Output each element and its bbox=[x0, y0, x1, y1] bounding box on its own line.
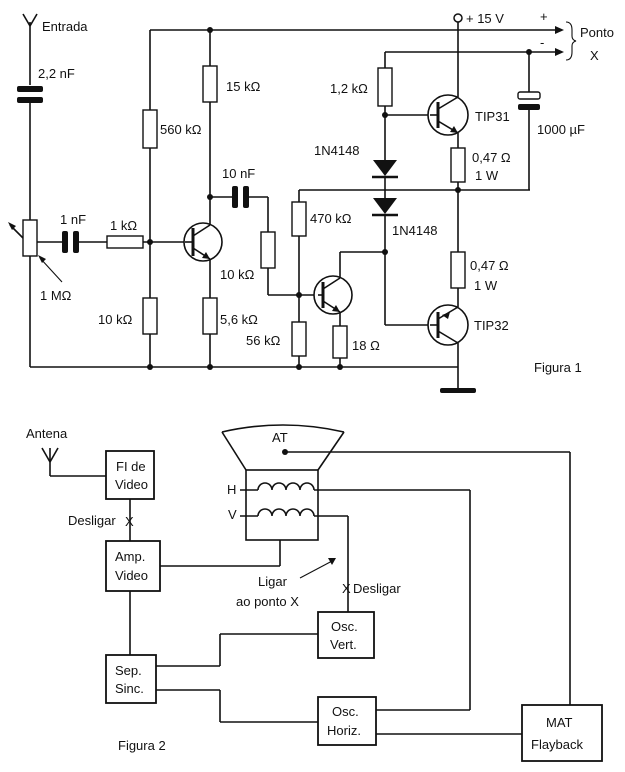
v-coil-icon bbox=[240, 508, 315, 517]
tip31-label: TIP31 bbox=[475, 109, 510, 124]
transistor-q1 bbox=[183, 222, 223, 262]
block-sep-line2: Sinc. bbox=[115, 681, 144, 696]
resistor-15k bbox=[202, 65, 218, 103]
transistor-tip32 bbox=[427, 304, 469, 346]
capacitor-1000u bbox=[517, 91, 541, 110]
break-x-1: X bbox=[125, 514, 134, 529]
v-coil-label: V bbox=[228, 507, 237, 522]
ponto-label: Ponto bbox=[580, 25, 614, 40]
resistor-047-b bbox=[450, 251, 466, 289]
resistor-1k2 bbox=[377, 67, 393, 107]
pot-arrow-icon bbox=[38, 255, 63, 283]
resistor-56k-label: 56 kΩ bbox=[246, 333, 281, 348]
block-sep-line1: Sep. bbox=[115, 663, 142, 678]
ligar-arrow-icon bbox=[299, 558, 336, 579]
block-horiz-line2: Horiz. bbox=[327, 723, 361, 738]
plus-label: + bbox=[540, 9, 548, 24]
block-amp-line2: Video bbox=[115, 568, 148, 583]
resistor-10k-coupling bbox=[260, 231, 276, 269]
block-horiz-line1: Osc. bbox=[332, 704, 359, 719]
block-mat-line2: Flayback bbox=[531, 737, 584, 752]
crt-tube bbox=[221, 424, 345, 541]
figure-1-caption: Figura 1 bbox=[534, 360, 582, 375]
antenna-icon bbox=[41, 447, 59, 476]
anode-label: AT bbox=[272, 430, 288, 445]
diode-1 bbox=[372, 160, 398, 179]
block-amp-line1: Amp. bbox=[115, 549, 145, 564]
resistor-10k-coupling-label: 10 kΩ bbox=[220, 267, 255, 282]
transistor-q2 bbox=[313, 275, 353, 315]
block-osc-vert bbox=[317, 611, 375, 659]
diode-2-label: 1N4148 bbox=[392, 223, 438, 238]
block-fi-video bbox=[105, 450, 155, 500]
antenna-label: Antena bbox=[26, 426, 68, 441]
resistor-5k6 bbox=[202, 297, 218, 335]
input-label: Entrada bbox=[42, 19, 88, 34]
resistor-560k-label: 560 kΩ bbox=[160, 122, 202, 137]
figure-2: Antena FI de Video Desligar X Amp. Video… bbox=[26, 424, 603, 762]
figure-1: Entrada 2,2 nF 1 MΩ 1 nF 1 kΩ bbox=[8, 9, 614, 393]
brace-icon bbox=[565, 21, 577, 61]
ponto-x-label: X bbox=[590, 48, 599, 63]
h-coil-icon bbox=[240, 482, 315, 491]
capacitor-1n-label: 1 nF bbox=[60, 212, 86, 227]
resistor-470k bbox=[291, 201, 307, 237]
resistor-18 bbox=[332, 325, 348, 359]
block-vert-line1: Osc. bbox=[331, 619, 358, 634]
capacitor-2n2 bbox=[17, 86, 43, 103]
watt-b-label: 1 W bbox=[474, 278, 498, 293]
resistor-1k-label: 1 kΩ bbox=[110, 218, 137, 233]
ao-ponto-label: ao ponto X bbox=[236, 594, 299, 609]
block-vert-line2: Vert. bbox=[330, 637, 357, 652]
resistor-560k bbox=[142, 109, 158, 149]
transistor-tip31 bbox=[427, 94, 469, 136]
resistor-047-a-label: 0,47 Ω bbox=[472, 150, 511, 165]
block-fi-line1: FI de bbox=[116, 459, 146, 474]
watt-a-label: 1 W bbox=[475, 168, 499, 183]
block-sep-sinc bbox=[105, 654, 157, 704]
resistor-1k2-label: 1,2 kΩ bbox=[330, 81, 368, 96]
pot-label: 1 MΩ bbox=[40, 288, 72, 303]
figure-2-caption: Figura 2 bbox=[118, 738, 166, 753]
block-amp-video bbox=[105, 540, 161, 592]
capacitor-1000u-label: 1000 µF bbox=[537, 122, 585, 137]
ligar-label: Ligar bbox=[258, 574, 288, 589]
diode-2 bbox=[372, 198, 398, 217]
resistor-18-label: 18 Ω bbox=[352, 338, 380, 353]
diode-1-label: 1N4148 bbox=[314, 143, 360, 158]
resistor-470k-label: 470 kΩ bbox=[310, 211, 352, 226]
resistor-15k-label: 15 kΩ bbox=[226, 79, 261, 94]
block-fi-line2: Video bbox=[115, 477, 148, 492]
block-mat-flayback bbox=[521, 704, 603, 762]
input-antenna-icon bbox=[22, 13, 38, 85]
desligar-label-2: Desligar bbox=[353, 581, 401, 596]
ground-icon bbox=[440, 388, 476, 393]
tip32-label: TIP32 bbox=[474, 318, 509, 333]
supply-label: + 15 V bbox=[466, 11, 504, 26]
resistor-5k6-label: 5,6 kΩ bbox=[220, 312, 258, 327]
resistor-1k bbox=[106, 235, 144, 249]
resistor-10k-bias bbox=[142, 297, 158, 335]
break-x-2: X bbox=[342, 581, 351, 596]
capacitor-10n-label: 10 nF bbox=[222, 166, 255, 181]
potentiometer-1m bbox=[8, 219, 38, 257]
minus-label: - bbox=[540, 35, 544, 50]
resistor-56k bbox=[291, 321, 307, 357]
capacitor-10n bbox=[232, 186, 249, 208]
resistor-10k-bias-label: 10 kΩ bbox=[98, 312, 133, 327]
capacitor-2n2-label: 2,2 nF bbox=[38, 66, 75, 81]
block-osc-horiz bbox=[317, 696, 377, 746]
capacitor-1n bbox=[62, 231, 79, 253]
block-mat-line1: MAT bbox=[546, 715, 573, 730]
desligar-label-1: Desligar bbox=[68, 513, 116, 528]
resistor-047-b-label: 0,47 Ω bbox=[470, 258, 509, 273]
h-coil-label: H bbox=[227, 482, 236, 497]
resistor-047-a bbox=[450, 147, 466, 183]
